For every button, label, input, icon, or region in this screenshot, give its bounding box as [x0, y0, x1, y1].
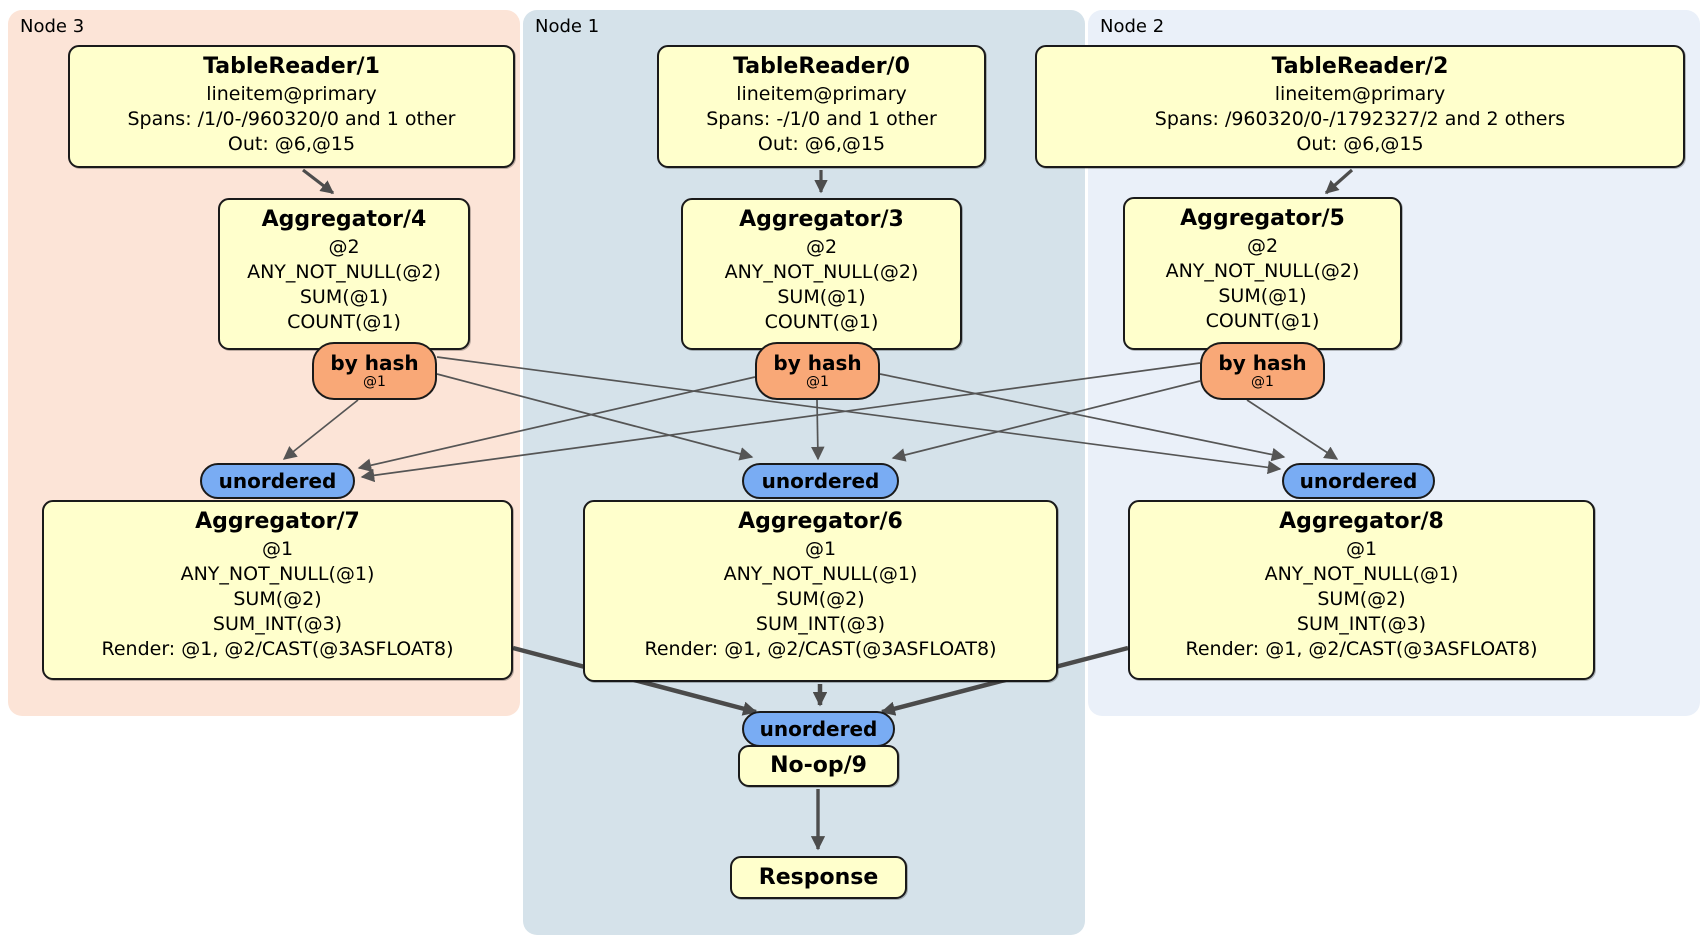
router-detail: @1: [363, 374, 386, 390]
processor-title: Aggregator/7: [195, 509, 360, 534]
processor-aggregator-7: Aggregator/7 @1 ANY_NOT_NULL(@1) SUM(@2)…: [42, 500, 513, 680]
processor-line: @1: [804, 538, 837, 560]
processor-line: @2: [805, 236, 838, 258]
processor-aggregator-4: Aggregator/4 @2 ANY_NOT_NULL(@2) SUM(@1)…: [218, 198, 470, 350]
edge-router-right-sync-left: [360, 362, 1201, 483]
processor-line: COUNT(@1): [1205, 310, 1320, 332]
processor-line: ANY_NOT_NULL(@2): [247, 261, 441, 283]
processor-title: Aggregator/6: [738, 509, 903, 534]
edge-router-left-sync-right: [436, 356, 1282, 475]
processor-aggregator-3: Aggregator/3 @2 ANY_NOT_NULL(@2) SUM(@1)…: [681, 198, 962, 350]
processor-line: @1: [261, 538, 294, 560]
processor-line: Spans: -/1/0 and 1 other: [706, 108, 937, 130]
processor-line: COUNT(@1): [287, 311, 401, 333]
region-node1-label: Node 1: [535, 16, 600, 37]
processor-title: Aggregator/3: [739, 207, 904, 232]
processor-line: @1: [1345, 538, 1378, 560]
processor-noop-9: No-op/9: [738, 745, 899, 787]
processor-line: lineitem@primary: [1274, 83, 1446, 105]
processor-line: Out: @6,@15: [1296, 133, 1424, 155]
processor-line: SUM(@2): [233, 588, 322, 610]
processor-aggregator-6: Aggregator/6 @1 ANY_NOT_NULL(@1) SUM(@2)…: [583, 500, 1058, 682]
processor-title: Aggregator/8: [1279, 509, 1444, 534]
processor-line: Spans: /960320/0-/1792327/2 and 2 others: [1154, 108, 1566, 130]
processor-line: COUNT(@1): [764, 311, 879, 333]
processor-tablereader-1: TableReader/1 lineitem@primary Spans: /1…: [68, 45, 515, 168]
router-label: by hash: [330, 351, 419, 375]
edge-router-middle-sync-left: [357, 376, 756, 472]
sync-unordered-middle: unordered: [742, 463, 899, 499]
edge-tr2-agg5: [1324, 168, 1354, 195]
processor-line: SUM(@2): [1317, 588, 1406, 610]
region-node3-label: Node 3: [20, 16, 85, 37]
router-detail: @1: [1251, 374, 1274, 390]
sync-unordered-bottom: unordered: [742, 711, 895, 747]
sync-label: unordered: [218, 469, 337, 493]
edge-router-left-sync-middle: [436, 373, 754, 461]
edge-router-middle-sync-middle: [810, 399, 825, 461]
router-label: by hash: [773, 351, 862, 375]
processor-line: ANY_NOT_NULL(@1): [723, 563, 918, 585]
router-by-hash-middle: by hash @1: [755, 342, 880, 400]
sync-label: unordered: [1299, 469, 1418, 493]
processor-line: Out: @6,@15: [757, 133, 886, 155]
processor-line: ANY_NOT_NULL(@1): [1264, 563, 1459, 585]
sync-label: unordered: [761, 469, 880, 493]
processor-line: Spans: /1/0-/960320/0 and 1 other: [127, 108, 456, 130]
processor-line: SUM(@2): [776, 588, 865, 610]
router-label: by hash: [1218, 351, 1307, 375]
processor-tablereader-0: TableReader/0 lineitem@primary Spans: -/…: [657, 45, 986, 168]
processor-line: ANY_NOT_NULL(@2): [724, 261, 919, 283]
sync-label: unordered: [759, 717, 878, 741]
processor-title: TableReader/1: [203, 54, 380, 79]
sync-unordered-left: unordered: [200, 463, 355, 499]
processor-line: ANY_NOT_NULL(@2): [1165, 260, 1360, 282]
processor-line: Out: @6,@15: [227, 133, 356, 155]
processor-title: Aggregator/5: [1180, 206, 1345, 231]
router-by-hash-left: by hash @1: [312, 342, 437, 400]
processor-aggregator-5: Aggregator/5 @2 ANY_NOT_NULL(@2) SUM(@1)…: [1123, 197, 1402, 350]
processor-line: Render: @1, @2/CAST(@3ASFLOAT8): [644, 638, 997, 660]
processor-title: No-op/9: [770, 753, 867, 778]
processor-title: TableReader/2: [1271, 54, 1449, 79]
processor-line: ANY_NOT_NULL(@1): [180, 563, 375, 585]
region-node2-label: Node 2: [1100, 16, 1165, 37]
sync-unordered-right: unordered: [1282, 463, 1435, 499]
processor-title: TableReader/0: [733, 54, 910, 79]
processor-line: @2: [328, 236, 360, 258]
processor-line: @2: [1246, 235, 1279, 257]
edge-tr1-agg4: [302, 168, 335, 195]
processor-aggregator-8: Aggregator/8 @1 ANY_NOT_NULL(@1) SUM(@2)…: [1128, 500, 1595, 680]
processor-line: Render: @1, @2/CAST(@3ASFLOAT8): [101, 638, 454, 660]
edge-router-right-sync-middle: [891, 380, 1201, 462]
processor-line: Render: @1, @2/CAST(@3ASFLOAT8): [1185, 638, 1538, 660]
edge-router-middle-sync-right: [879, 373, 1286, 462]
processor-title: Response: [758, 864, 879, 890]
processor-line: lineitem@primary: [206, 83, 377, 105]
router-detail: @1: [806, 374, 829, 390]
edge-router-right-sync-right: [1246, 399, 1339, 460]
processor-line: lineitem@primary: [736, 83, 907, 105]
processor-line: SUM_INT(@3): [212, 613, 343, 635]
processor-line: SUM(@1): [777, 286, 866, 308]
processor-title: Aggregator/4: [261, 207, 427, 232]
processor-tablereader-2: TableReader/2 lineitem@primary Spans: /9…: [1035, 45, 1685, 168]
router-by-hash-right: by hash @1: [1200, 342, 1325, 400]
processor-response: Response: [730, 856, 907, 899]
processor-line: SUM_INT(@3): [1296, 613, 1427, 635]
processor-line: SUM(@1): [299, 286, 389, 308]
processor-line: SUM(@1): [1218, 285, 1307, 307]
edge-router-left-sync-left: [282, 399, 359, 460]
processor-line: SUM_INT(@3): [755, 613, 886, 635]
